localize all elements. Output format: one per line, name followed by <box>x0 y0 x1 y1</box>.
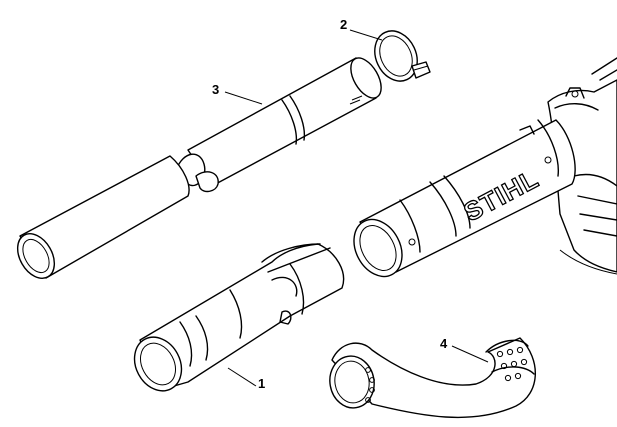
hose-clamp <box>374 30 431 82</box>
blower-housing <box>547 57 617 275</box>
leader-line-3 <box>224 91 263 105</box>
blower-nozzle <box>133 243 345 392</box>
callout-2: 2 <box>340 17 347 32</box>
callout-4: 4 <box>440 336 448 351</box>
deflector-elbow <box>329 337 536 419</box>
leader-line-4 <box>451 345 489 363</box>
leader-line-1 <box>227 367 257 387</box>
leader-line-2 <box>349 29 383 41</box>
callout-1: 1 <box>258 376 265 391</box>
main-blower-tube: STIHL <box>353 119 576 278</box>
callout-3: 3 <box>212 82 219 97</box>
split-tube <box>16 57 382 279</box>
